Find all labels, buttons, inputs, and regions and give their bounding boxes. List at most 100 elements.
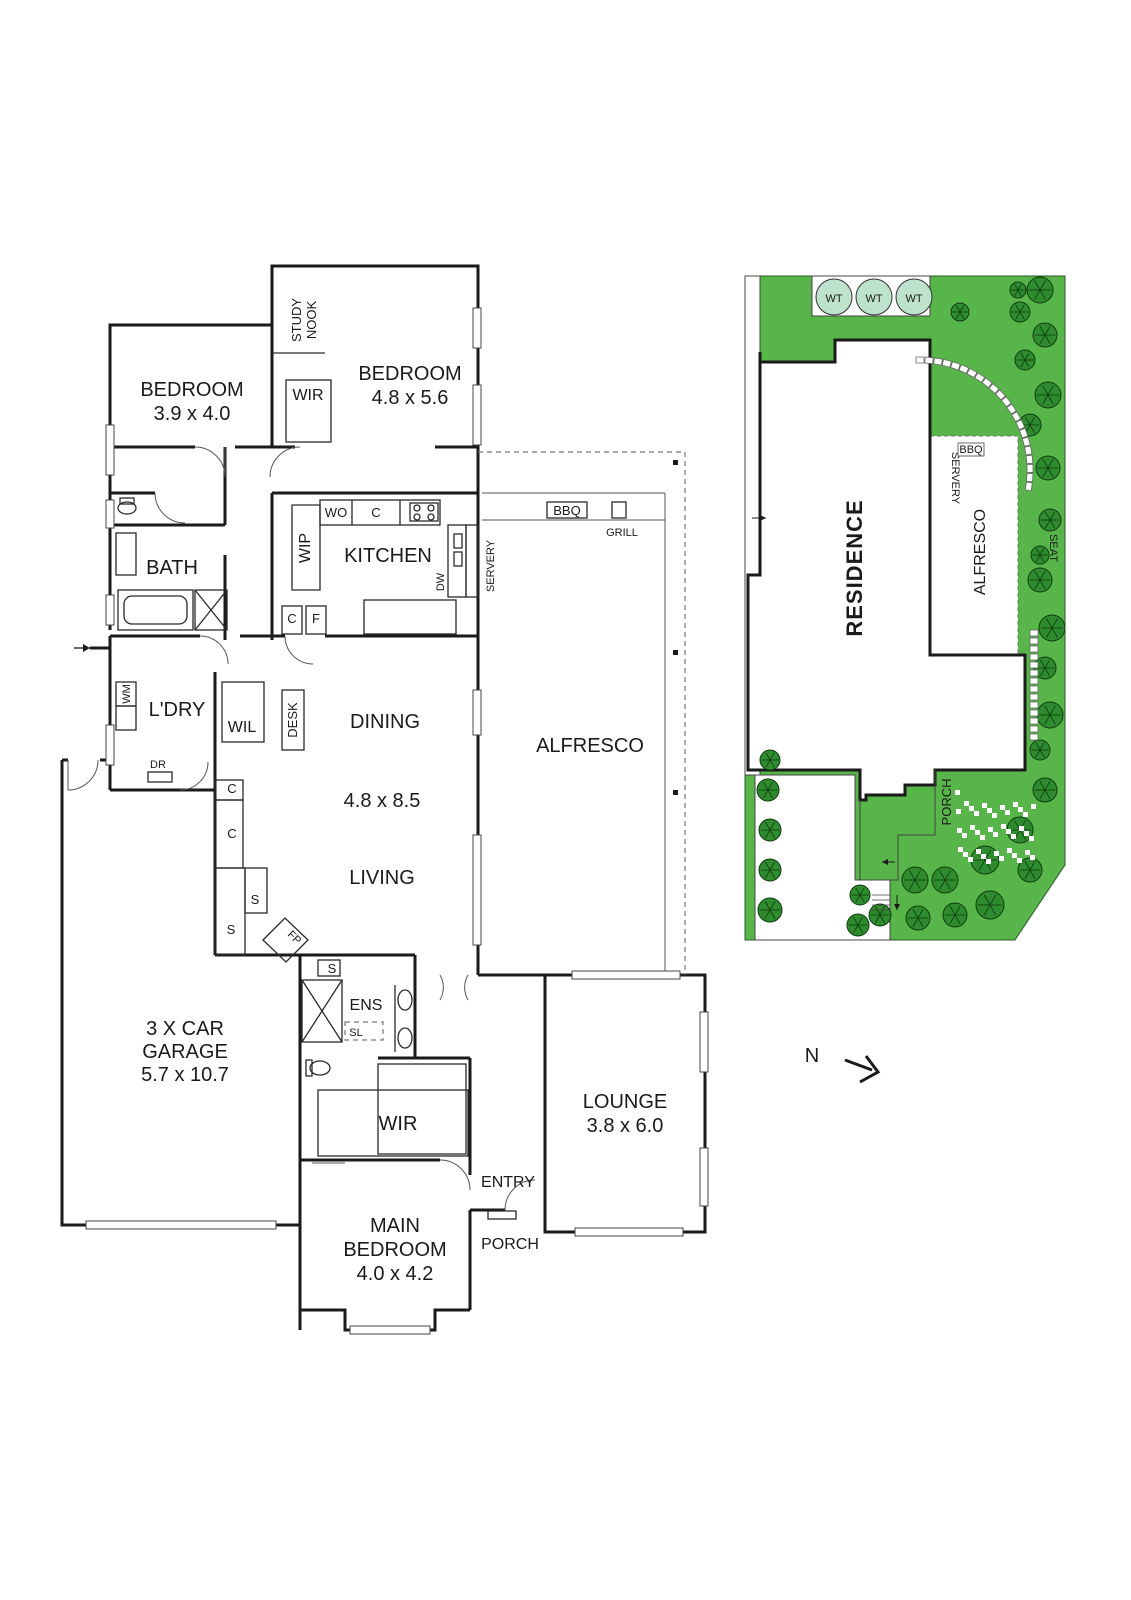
paver-stone (1006, 403, 1017, 415)
shrub-mark (955, 790, 960, 795)
paver-stone (1029, 693, 1039, 701)
residence-footprint (746, 338, 1027, 802)
wo-label: WO (325, 505, 347, 520)
shrub-mark (1007, 848, 1012, 853)
shrub-mark (962, 833, 967, 838)
f-lower-label: F (312, 611, 320, 626)
shrub-mark (981, 854, 986, 859)
shrub-mark (1018, 807, 1023, 812)
kitchen-c-label: C (371, 505, 380, 520)
porch-label: PORCH (481, 1236, 539, 1253)
shrub-mark (1005, 810, 1010, 815)
fixtures (115, 352, 627, 1220)
shrub-mark (1024, 831, 1029, 836)
dr-label: DR (150, 759, 166, 771)
paver-stone (1000, 396, 1012, 408)
windows (85, 307, 709, 1335)
paver-stone (974, 372, 986, 383)
paver-stone (924, 356, 934, 365)
north-compass: N (805, 1045, 881, 1084)
shrub-mark (970, 825, 975, 830)
shrub-mark (975, 830, 980, 835)
shrub-mark (969, 806, 974, 811)
shrub-mark (956, 809, 961, 814)
bedroom-top-name: BEDROOM (358, 363, 461, 385)
shrub-mark (986, 859, 991, 864)
bedroom-top-dims: 4.8 x 5.6 (372, 387, 449, 409)
water-tank-label: WT (825, 293, 842, 305)
alfresco-label: ALFRESCO (536, 735, 644, 757)
paver-stone (994, 389, 1006, 401)
dining-living-dims: 4.8 x 8.5 (344, 790, 421, 812)
water-tank-label: WT (905, 293, 922, 305)
shrub-mark (958, 847, 963, 852)
paver-stone (941, 358, 952, 368)
paver-stone (1024, 481, 1033, 492)
paver-stone (1029, 709, 1039, 717)
ensuite-label: ENS (350, 997, 383, 1014)
hall-s1-label: S (251, 892, 260, 907)
shrub-mark (1000, 805, 1005, 810)
shrub-mark (982, 803, 987, 808)
bedroom-left-dims: 3.9 x 4.0 (154, 403, 231, 425)
wil-label: WIL (228, 719, 257, 736)
site-alfresco-outline (929, 435, 1019, 667)
paver-stone (1026, 464, 1034, 473)
paver-stone (988, 383, 1000, 395)
servery-label: SERVERY (485, 539, 497, 592)
shrub-mark (993, 832, 998, 837)
bbq-label: BBQ (553, 503, 580, 518)
site-porch-label: PORCH (939, 779, 954, 826)
shrub-mark (1017, 858, 1022, 863)
shrub-mark (1019, 826, 1024, 831)
garage-dims: 5.7 x 10.7 (141, 1064, 229, 1086)
paver-stone (1024, 445, 1033, 456)
entry-label: ENTRY (481, 1174, 535, 1191)
shrub-mark (980, 835, 985, 840)
site-alfresco-label: ALFRESCO (972, 509, 989, 595)
shrub-mark (1013, 802, 1018, 807)
paver-stone (1029, 717, 1039, 725)
site-entry-arrow-icon (752, 515, 900, 910)
kitchen-label: KITCHEN (344, 545, 432, 567)
site-trees (756, 276, 1066, 937)
shrub-mark (999, 856, 1004, 861)
study-nook-line2: NOOK (304, 301, 319, 340)
study-nook-line1: STUDY (289, 298, 304, 342)
paver-stone (1025, 454, 1034, 465)
paver-stone (1018, 427, 1029, 439)
residence-label: RESIDENCE (842, 499, 867, 636)
shrub-mark (1006, 829, 1011, 834)
site-pavers (872, 356, 1039, 911)
paver-stone (1029, 645, 1039, 653)
shrub-mark (988, 827, 993, 832)
paver-stone (966, 367, 978, 379)
shrub-mark (1030, 855, 1035, 860)
paver-stone (1029, 629, 1039, 637)
paver-stone (1029, 677, 1039, 685)
shrub-mark (992, 813, 997, 818)
wip-label: WIP (297, 533, 314, 563)
wir-main-label: WIR (379, 1113, 418, 1135)
paver-stone (1015, 419, 1026, 431)
doors (67, 446, 536, 1211)
shrub-mark (1031, 804, 1036, 809)
north-arrow-icon (844, 1055, 881, 1084)
paver-stone (1029, 669, 1039, 677)
hall-s2-label: S (227, 922, 236, 937)
water-tank-icon (895, 278, 933, 316)
shrub-mark (1001, 824, 1006, 829)
paver-stone (1021, 436, 1031, 447)
paver-stone (1026, 472, 1034, 483)
living-label: LIVING (349, 867, 415, 889)
paver-stone (1029, 701, 1039, 709)
main-bedroom-dims: 4.0 x 4.2 (357, 1263, 434, 1285)
main-bedroom-line1: MAIN (370, 1215, 420, 1237)
garage-line2: GARAGE (142, 1041, 228, 1063)
shrub-mark (1029, 836, 1034, 841)
paver-stone (950, 361, 961, 371)
site-shrubs (955, 790, 1036, 864)
shrub-mark (1023, 812, 1028, 817)
